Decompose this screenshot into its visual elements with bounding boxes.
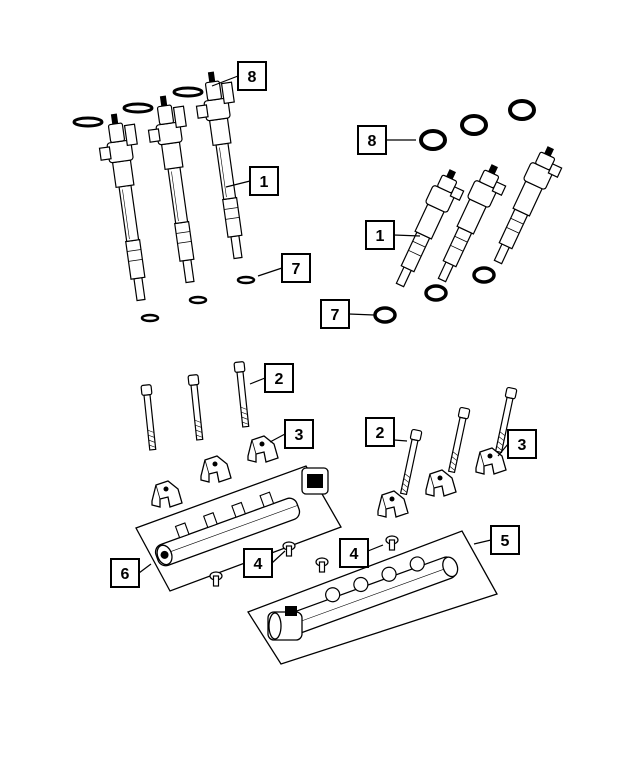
- bolts-left: [140, 360, 252, 451]
- callout-4-right: 4: [339, 538, 369, 568]
- seal-ring-right-2: [460, 114, 488, 136]
- clamps-right: [377, 447, 507, 518]
- callout-1-right: 1: [365, 220, 395, 250]
- callout-2-left: 2: [264, 363, 294, 393]
- svg-text:5: 5: [501, 533, 510, 550]
- svg-text:1: 1: [376, 228, 385, 245]
- svg-text:2: 2: [275, 371, 284, 388]
- callout-8-top-left: 8: [237, 61, 267, 91]
- callout-5: 5: [490, 525, 520, 555]
- svg-text:3: 3: [518, 437, 527, 454]
- seal-ring-right-5: [424, 284, 448, 302]
- o-ring-bottom-left-2: [188, 295, 208, 305]
- callout-3-left: 3: [284, 419, 314, 449]
- injector-group-right: [373, 99, 569, 324]
- pressure-valve-right: [267, 606, 303, 641]
- injector-group-left: [72, 68, 257, 323]
- o-ring-bottom-left-3: [236, 275, 256, 285]
- svg-text:3: 3: [295, 427, 304, 444]
- callout-6: 6: [110, 558, 140, 588]
- svg-text:4: 4: [350, 546, 359, 563]
- callout-7-left: 7: [281, 253, 311, 283]
- injector-left-3: [191, 68, 257, 262]
- svg-text:7: 7: [331, 307, 340, 324]
- seal-ring-right-4: [373, 306, 397, 324]
- injector-right-3: [486, 142, 569, 271]
- o-ring-bottom-left-1: [140, 313, 160, 323]
- fuel-rail-right-assembly: [247, 530, 498, 665]
- injector-left-2: [143, 92, 209, 286]
- callout-7-right: 7: [320, 299, 350, 329]
- svg-text:8: 8: [368, 133, 377, 150]
- svg-text:6: 6: [121, 566, 130, 583]
- svg-text:1: 1: [260, 174, 269, 191]
- bolts-right: [398, 386, 518, 496]
- o-ring-top-left-2: [122, 102, 154, 114]
- callout-3-right: 3: [507, 429, 537, 459]
- pressure-sensor-left: [301, 467, 329, 495]
- callout-4-left: 4: [243, 548, 273, 578]
- svg-text:2: 2: [376, 425, 385, 442]
- clamps-left: [151, 435, 279, 508]
- callout-8-right: 8: [357, 125, 387, 155]
- svg-text:4: 4: [254, 556, 263, 573]
- seal-ring-right-3: [508, 99, 536, 121]
- fuel-rail-left-assembly: [135, 465, 342, 592]
- callout-1-left: 1: [249, 166, 279, 196]
- o-ring-top-left-3: [172, 86, 204, 98]
- svg-text:7: 7: [292, 261, 301, 278]
- o-ring-top-left-1: [72, 116, 104, 128]
- callout-2-right: 2: [365, 417, 395, 447]
- leader-lines: [138, 75, 509, 574]
- seal-ring-right-1: [419, 129, 447, 151]
- svg-text:8: 8: [248, 69, 257, 86]
- seal-ring-right-6: [472, 266, 496, 284]
